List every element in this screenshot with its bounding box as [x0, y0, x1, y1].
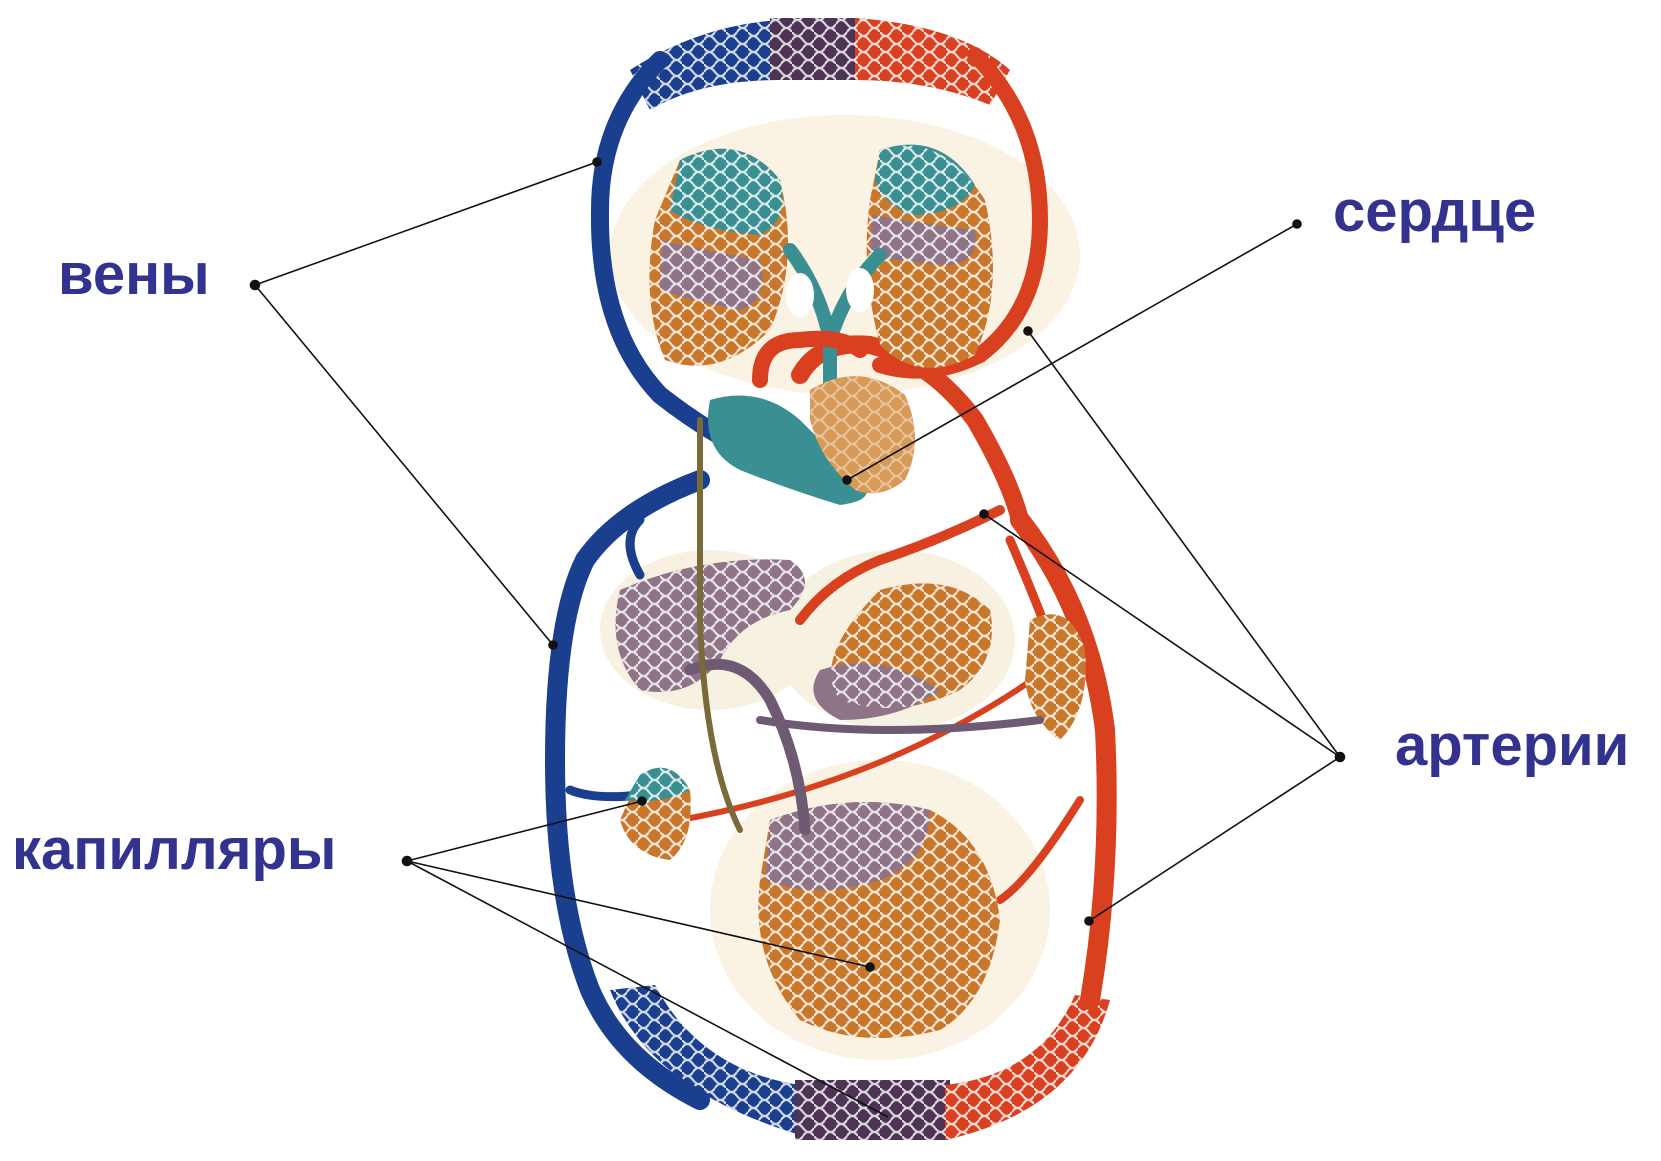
heart-leader	[843, 220, 1301, 484]
veins-leader	[251, 158, 602, 649]
label-arteries: артерии	[1395, 717, 1629, 775]
label-veins: вены	[58, 246, 210, 304]
arteries-leader	[980, 327, 1345, 925]
capillaries-leader	[403, 797, 889, 1117]
label-capillaries: капилляры	[12, 821, 336, 879]
label-heart: сердце	[1333, 183, 1536, 241]
